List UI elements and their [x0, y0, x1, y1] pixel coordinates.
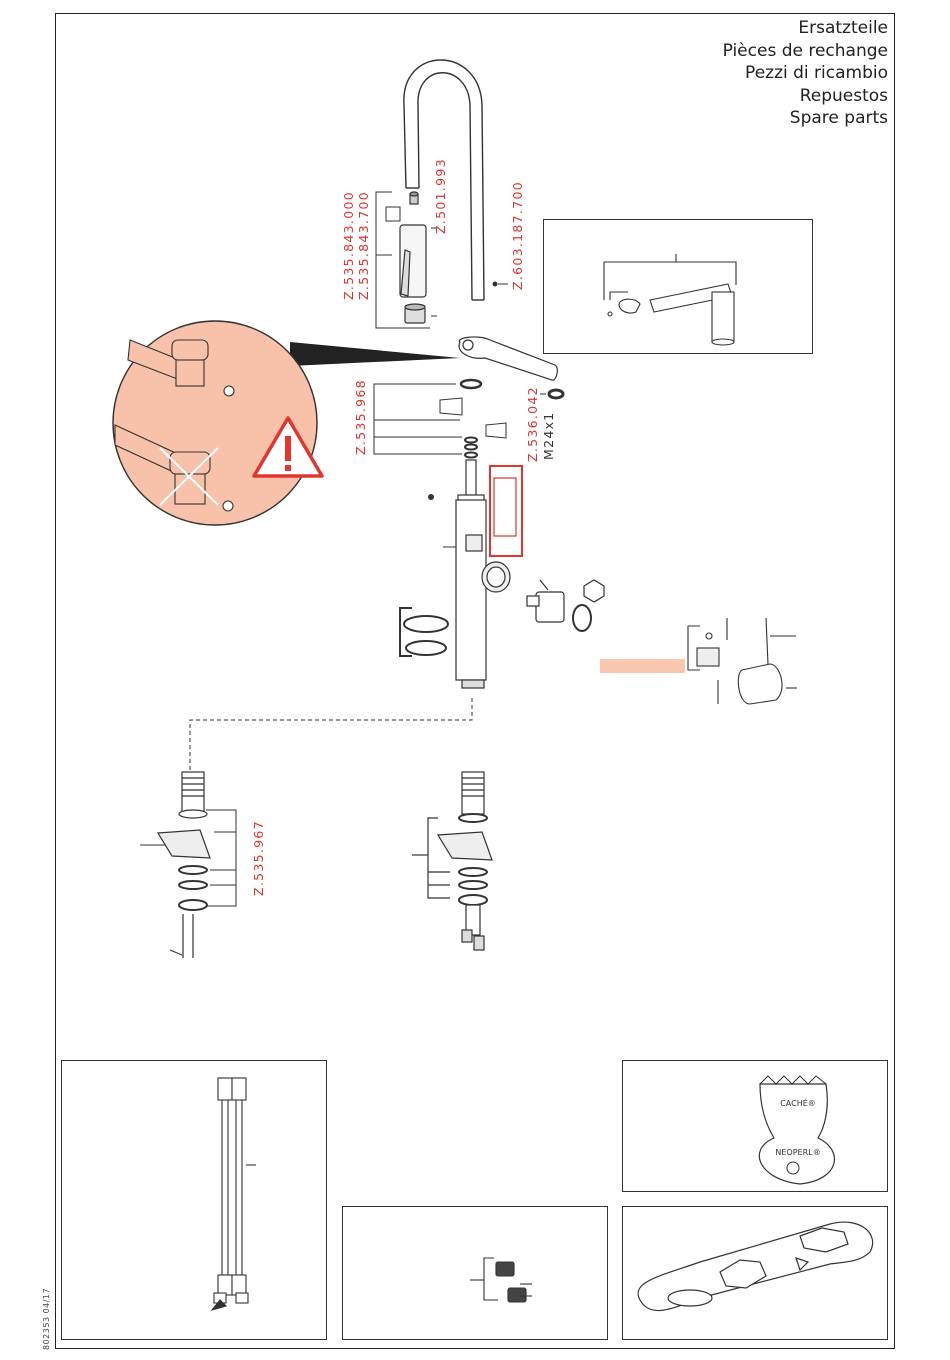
document-number: 802353 04/17	[42, 1288, 51, 1350]
check-valves	[470, 1258, 532, 1302]
installation-left	[158, 772, 210, 958]
part-number-mounting-set: Z.535.967	[251, 820, 266, 896]
part-number-handshower-2: Z.535.843.700	[356, 191, 371, 300]
part-number-nut: Z.536.042	[525, 386, 540, 462]
part-number-aerator: Z.501.993	[433, 158, 448, 234]
installation-right	[412, 772, 492, 950]
o-ring	[465, 445, 477, 450]
seal-set-bracket	[374, 384, 462, 454]
lever-detail	[604, 254, 736, 345]
nut-part	[549, 390, 563, 398]
aerator-key-icon: CACHÉ® NEOPERL®	[759, 1076, 834, 1184]
detail-pointer	[290, 342, 460, 366]
screw	[428, 494, 434, 500]
handshower-body	[400, 192, 426, 323]
lever-handle	[459, 337, 557, 380]
o-ring	[465, 438, 477, 443]
wrench-icon	[638, 1222, 873, 1311]
mounting-washers	[400, 608, 448, 656]
cartridge-valve	[527, 580, 604, 631]
weight-part	[493, 282, 498, 287]
color-highlight-bar	[600, 659, 685, 673]
cartridge-sleeve	[494, 478, 516, 536]
check-box-symbol	[386, 207, 400, 221]
thread-size: M24x1	[541, 411, 556, 460]
clip	[440, 398, 462, 415]
o-ring	[465, 453, 477, 458]
part-number-seal-set: Z.535.968	[353, 379, 368, 455]
flex-hoses	[212, 1078, 256, 1310]
connection-dashed	[190, 698, 472, 770]
o-ring	[461, 380, 481, 388]
part-number-handshower-1: Z.535.843.000	[341, 191, 356, 300]
key-bottom-text: NEOPERL®	[775, 1148, 820, 1157]
key-top-text: CACHÉ®	[780, 1097, 816, 1108]
part-number-weight: Z.603.187.700	[510, 181, 525, 290]
side-handle	[688, 618, 797, 704]
clip	[486, 423, 506, 438]
